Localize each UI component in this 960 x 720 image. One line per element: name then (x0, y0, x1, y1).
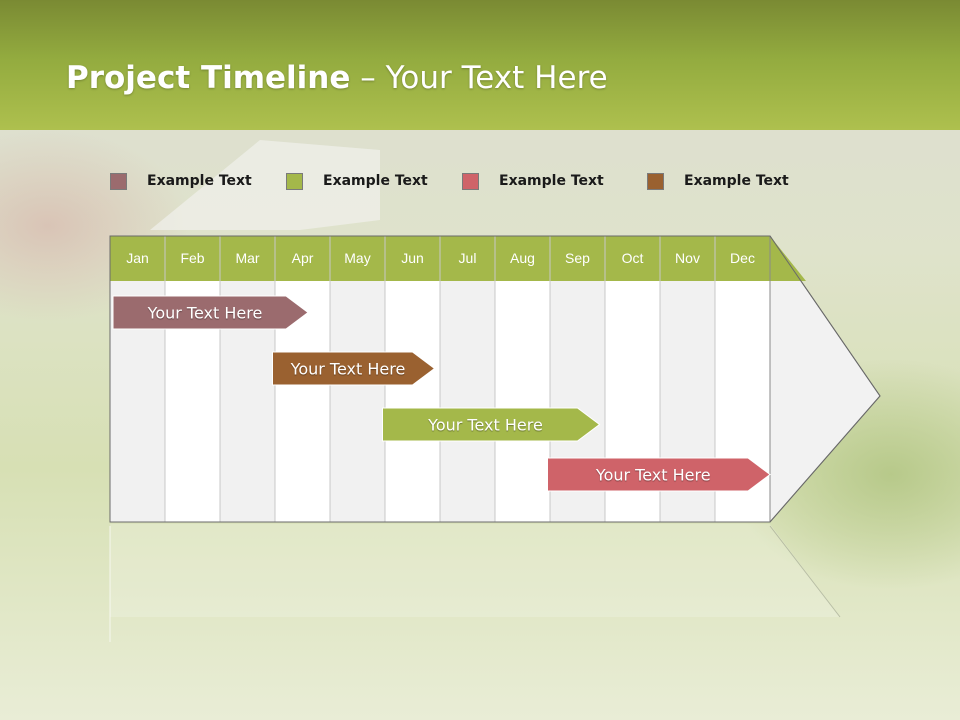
month-label-nov: Nov (675, 250, 700, 266)
task-bar-2 (272, 351, 436, 386)
legend-swatch (110, 172, 127, 190)
legend-swatch (286, 172, 303, 190)
legend-swatch (462, 172, 479, 190)
timeline-arrow-outline (109, 235, 881, 523)
title-band (0, 0, 960, 130)
month-label-dec: Dec (730, 250, 755, 266)
month-label-aug: Aug (510, 250, 535, 266)
month-label-jan: Jan (126, 250, 149, 266)
title-subtitle: – Your Text Here (350, 60, 608, 96)
title-bold: Project Timeline (66, 60, 351, 96)
task-bar-4 (547, 457, 771, 492)
month-label-jul: Jul (458, 250, 477, 266)
month-label-mar: Mar (235, 250, 260, 266)
page-title: Project Timeline – Your Text Here (66, 60, 608, 96)
month-label-jun: Jun (401, 250, 424, 266)
reflection-edge (769, 525, 841, 618)
legend-item-4: Example Text (647, 171, 789, 191)
month-column (330, 281, 385, 522)
legend-label: Example Text (499, 173, 604, 189)
month-label-feb: Feb (180, 250, 205, 266)
task-bar-1 (112, 295, 309, 330)
legend-label: Example Text (323, 173, 428, 189)
month-column (440, 281, 495, 522)
legend-item-3: Example Text (462, 171, 604, 191)
month-label-apr: Apr (291, 250, 314, 266)
timeline-month-header (110, 236, 806, 281)
legend-label: Example Text (684, 173, 789, 189)
legend-swatch (647, 172, 664, 190)
month-column (385, 281, 440, 522)
legend-label: Example Text (147, 173, 252, 189)
month-label-sep: Sep (565, 250, 590, 266)
month-label-oct: Oct (621, 250, 644, 266)
legend-item-1: Example Text (110, 171, 252, 191)
month-column (495, 281, 550, 522)
task-bar-3 (382, 407, 601, 442)
timeline-reflection (110, 524, 840, 617)
month-label-may: May (344, 250, 371, 266)
legend-item-2: Example Text (286, 171, 428, 191)
